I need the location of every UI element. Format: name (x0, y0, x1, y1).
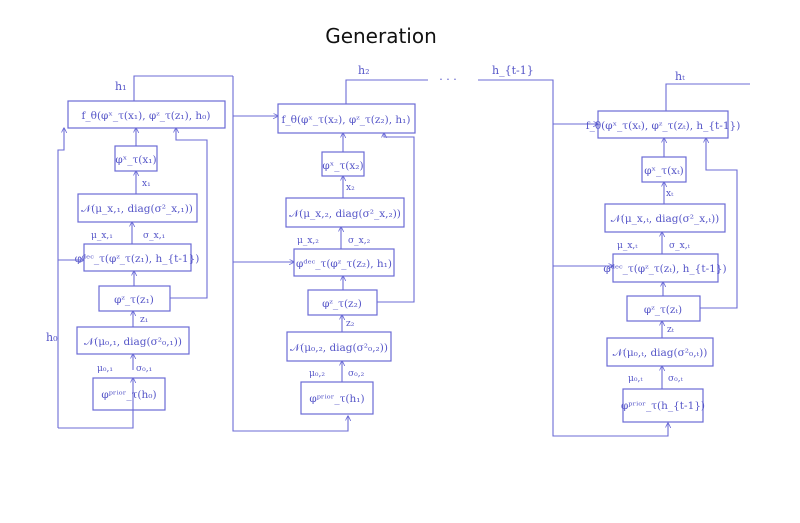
mu-x-label: μ_x,₁ (91, 231, 113, 241)
h-in-label: h_{t-1} (492, 64, 534, 77)
z-label: z₂ (346, 319, 355, 329)
h-in-label: h₀ (46, 331, 58, 344)
mu-0-label: μ₀,₂ (309, 369, 325, 379)
sigma-x-label: σ_x,₂ (348, 236, 371, 246)
x-label: x₁ (142, 179, 151, 189)
timestep-column-t: h_{t-1} f_θ(φˣ_τ(xₜ), φᶻ_τ(zₜ), h_{t-1})… (478, 64, 750, 437)
h-out-label: h₂ (358, 64, 370, 77)
phi-x-label: φˣ_τ(xₜ) (644, 165, 684, 177)
normal-prior-label: 𝒩(μ₀,₁, diag(σ²₀,₁)) (84, 336, 182, 348)
f-theta-label: f_θ(φˣ_τ(x₂), φᶻ_τ(z₂), h₁) (282, 114, 411, 126)
phi-z-label: φᶻ_τ(zₜ) (644, 304, 682, 316)
normal-prior-label: 𝒩(μ₀,ₜ, diag(σ²₀,ₜ)) (613, 347, 708, 359)
z-label: zₜ (667, 325, 675, 335)
normal-x-label: 𝒩(μ_x,ₜ, diag(σ²_x,ₜ)) (611, 213, 720, 225)
normal-x-box (285, 197, 405, 228)
sigma-x-label: σ_x,ₜ (669, 241, 691, 251)
normal-prior-label: 𝒩(μ₀,₂, diag(σ²₀,₂)) (290, 342, 388, 354)
f-theta-label: f_θ(φˣ_τ(x₁), φᶻ_τ(z₁), h₀) (82, 110, 211, 122)
sigma-0-label: σ₀,₂ (348, 369, 365, 379)
normal-x-box (604, 203, 726, 233)
phi-dec-label: φᵈᵉᶜ_τ(φᶻ_τ(z₂), h₁) (296, 258, 392, 270)
diagram-title: Generation (325, 24, 437, 48)
phi-z-label: φᶻ_τ(z₁) (114, 294, 154, 306)
prior-box (92, 377, 166, 411)
normal-prior-box (286, 331, 392, 362)
h-out-label: hₜ (675, 70, 685, 83)
phi-x-label: φˣ_τ(x₂) (322, 160, 363, 172)
timestep-column-1: f_θ(φˣ_τ(x₁), φᶻ_τ(z₁), h₀) φˣ_τ(x₁) x₁ … (46, 75, 348, 432)
prior-box (622, 388, 704, 423)
prior-label: φᵖʳⁱᵒʳ_τ(h₁) (309, 393, 364, 405)
normal-x-box (77, 193, 198, 223)
sequence-ellipsis: · · · (439, 73, 456, 86)
f-theta-label: f_θ(φˣ_τ(xₜ), φᶻ_τ(zₜ), h_{t-1}) (586, 120, 741, 132)
sigma-0-label: σ₀,ₜ (668, 374, 684, 384)
mu-0-label: μ₀,ₜ (628, 374, 643, 384)
phi-dec-label: φᵈᵉᶜ_τ(φᶻ_τ(zₜ), h_{t-1}) (603, 263, 726, 275)
prior-label: φᵖʳⁱᵒʳ_τ(h_{t-1}) (621, 400, 705, 412)
normal-x-label: 𝒩(μ_x,₂, diag(σ²_x,₂)) (289, 208, 401, 220)
x-label: x₂ (346, 183, 355, 193)
timestep-column-2: f_θ(φˣ_τ(x₂), φᶻ_τ(z₂), h₁) φˣ_τ(x₂) x₂ … (277, 64, 428, 415)
prior-label: φᵖʳⁱᵒʳ_τ(h₀) (101, 389, 156, 401)
normal-x-label: 𝒩(μ_x,₁, diag(σ²_x,₁)) (81, 203, 193, 215)
x-label: xₜ (666, 189, 674, 199)
h-out-label: h₁ (115, 80, 127, 93)
f-theta-box (67, 100, 226, 129)
sigma-0-label: σ₀,₁ (136, 364, 152, 374)
phi-z-label: φᶻ_τ(z₂) (322, 298, 362, 310)
prior-box (300, 381, 374, 415)
mu-x-label: μ_x,ₜ (617, 241, 638, 251)
mu-0-label: μ₀,₁ (97, 364, 113, 374)
mu-x-label: μ_x,₂ (297, 236, 319, 246)
phi-dec-label: φᵈᵉᶜ_τ(φᶻ_τ(z₁), h_{t-1}) (75, 253, 200, 265)
sigma-x-label: σ_x,₁ (143, 231, 165, 241)
phi-x-label: φˣ_τ(x₁) (115, 154, 156, 166)
z-label: z₁ (140, 315, 148, 325)
